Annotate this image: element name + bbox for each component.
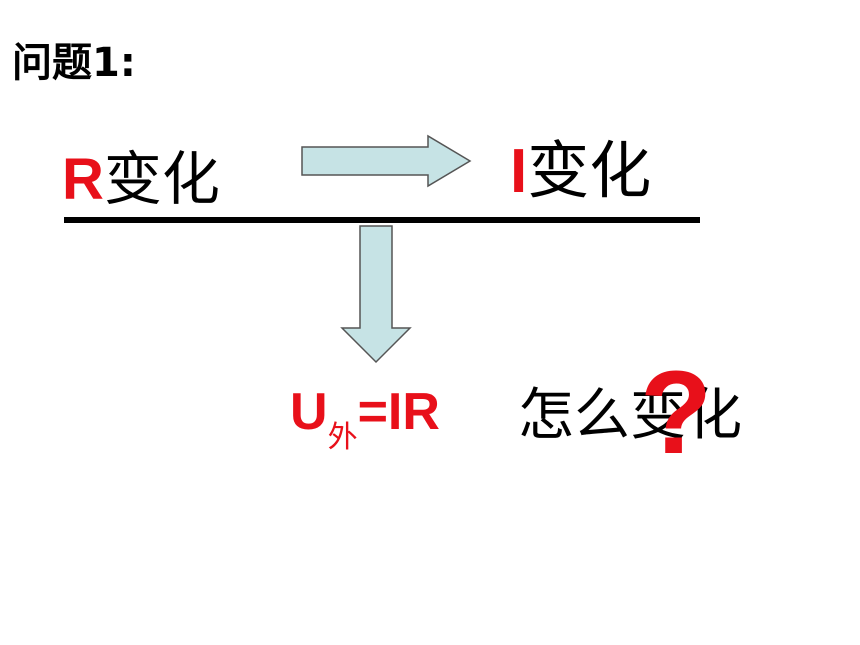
how-change-question: 怎么变化 [518, 383, 742, 448]
current-change-label: I变化 [510, 120, 651, 210]
resistance-change-text: 变化 [103, 145, 220, 213]
current-symbol: I [510, 137, 528, 206]
down-arrow-icon [340, 225, 412, 364]
question-mark-icon: ? [640, 347, 713, 479]
divider-line [64, 217, 700, 223]
slide-title: 问题1: [12, 40, 136, 86]
resistance-symbol: R [62, 147, 104, 212]
resistance-change-label: R变化 [62, 132, 220, 216]
current-change-text: 变化 [527, 134, 652, 207]
equation-subscript: 外 [327, 420, 358, 455]
equation-rhs: =IR [357, 383, 440, 441]
equation-voltage-symbol: U [290, 383, 328, 441]
external-voltage-equation: U外=IR [290, 382, 440, 456]
right-arrow-icon [301, 134, 472, 188]
